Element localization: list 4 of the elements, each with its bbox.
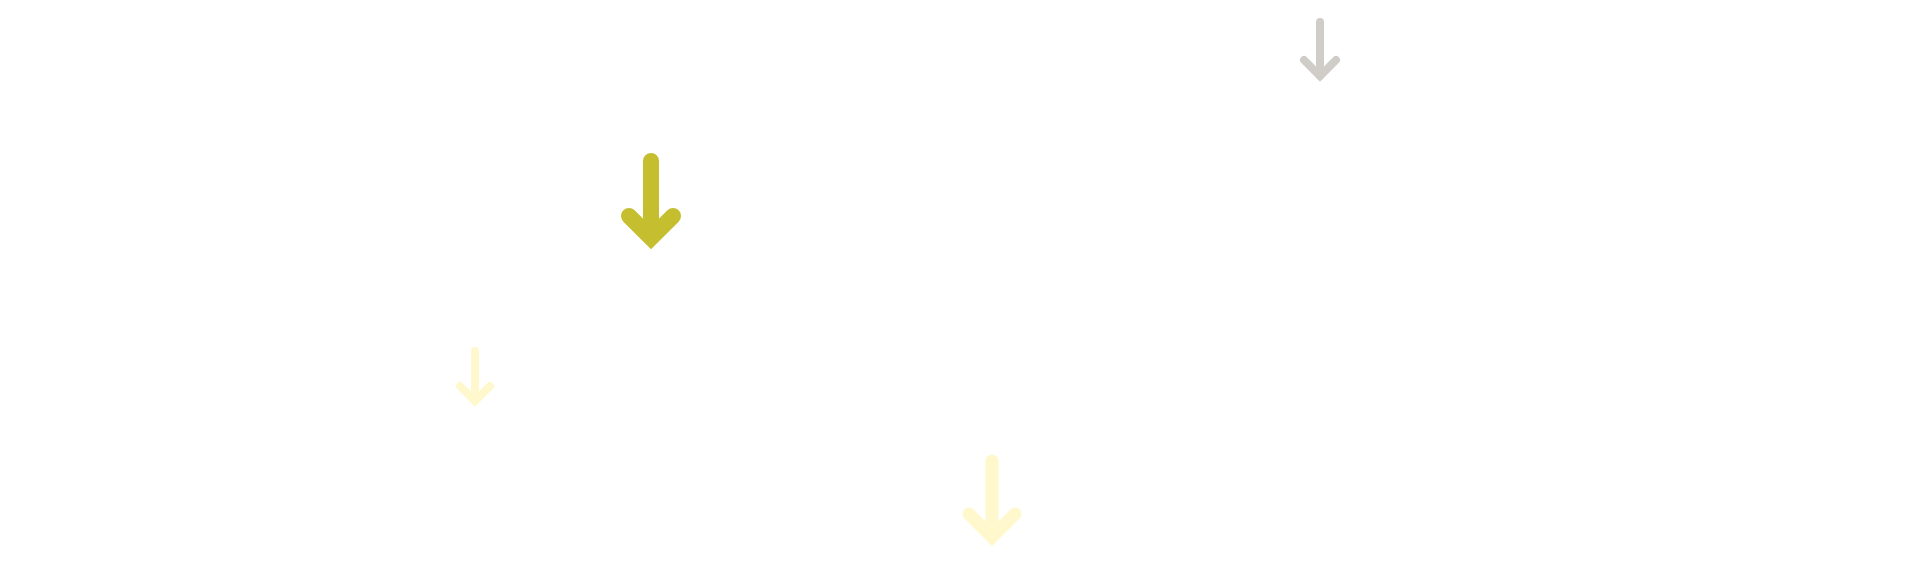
arrow-icon [456, 347, 494, 407]
arrow-icon [962, 454, 1022, 547]
arrow-icon [1300, 18, 1340, 82]
arrow-icon [621, 153, 681, 250]
